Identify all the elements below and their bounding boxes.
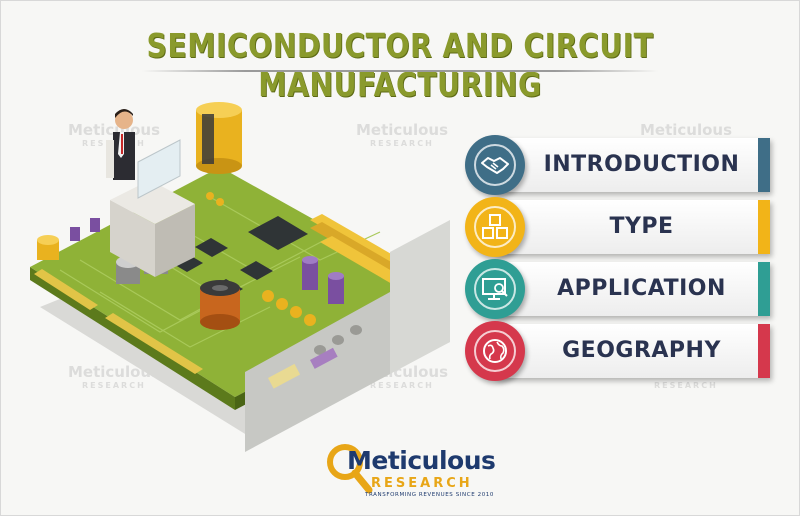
- watermark-name: Meticulous: [640, 121, 733, 139]
- io-bracket: [390, 220, 450, 374]
- menu-item-accent: [758, 138, 770, 192]
- circuit-board-illustration: [30, 102, 450, 452]
- menu-item-label: INTRODUCTION: [543, 152, 740, 177]
- watermark-sub: RESEARCH: [654, 381, 718, 390]
- menu-item-accent: [758, 324, 770, 378]
- watermark-sub: RESEARCH: [370, 139, 434, 148]
- purple-capacitor: [302, 256, 318, 290]
- inductor-coil: [200, 280, 240, 330]
- watermark-sub: RESEARCH: [370, 381, 434, 390]
- logo-subtitle: RESEARCH: [371, 476, 473, 491]
- meticulous-research-logo: Meticulous RESEARCH TRANSFORMING REVENUE…: [325, 440, 496, 500]
- menu-item-geography[interactable]: GEOGRAPHY: [465, 321, 770, 381]
- memory-slot: [310, 222, 412, 280]
- businessman-figure: [106, 109, 135, 180]
- menu-item-label: GEOGRAPHY: [562, 338, 721, 363]
- ic-chip: [195, 238, 228, 257]
- magnifier-logo-icon: [327, 444, 373, 494]
- ic-chip: [240, 261, 273, 280]
- logo-name: Meticulous: [347, 446, 496, 475]
- menu-item-type[interactable]: TYPE: [465, 197, 770, 257]
- vga-port: [268, 363, 301, 389]
- watermark-name: Meticulous: [68, 363, 161, 381]
- menu-item-badge: [465, 259, 525, 319]
- capacitor: [37, 235, 59, 260]
- menu-item-badge: [465, 197, 525, 257]
- handshake-icon: [481, 157, 509, 174]
- io-ports: [314, 325, 362, 355]
- title-divider: [142, 70, 658, 72]
- monitor-search-icon: [482, 278, 508, 300]
- logo-tagline: TRANSFORMING REVENUES SINCE 2010: [365, 492, 495, 498]
- boxes-icon: [482, 214, 508, 239]
- purple-capacitor: [70, 218, 100, 241]
- large-capacitor: [196, 102, 242, 174]
- globe-icon: [483, 339, 507, 363]
- menu-item-introduction[interactable]: INTRODUCTION: [465, 135, 770, 195]
- cpu-chip: [248, 216, 308, 250]
- edge-connector: [34, 269, 98, 310]
- menu-item-accent: [758, 262, 770, 316]
- menu-item-label: APPLICATION: [557, 276, 726, 301]
- menu-item-badge: [465, 321, 525, 381]
- purple-capacitor: [328, 272, 344, 304]
- memory-slot: [320, 236, 404, 284]
- menu-item-bar: [495, 200, 770, 254]
- menu-item-badge: [465, 135, 525, 195]
- menu-item-application[interactable]: APPLICATION: [465, 259, 770, 319]
- edge-connector: [105, 313, 203, 374]
- menu-item-accent: [758, 200, 770, 254]
- menu-item-bar: [495, 324, 770, 378]
- menu-item-bar: [495, 138, 770, 192]
- serial-port: [310, 347, 338, 369]
- menu-item-label: TYPE: [609, 214, 674, 239]
- small-capacitors: [206, 192, 316, 326]
- memory-slot: [310, 214, 412, 272]
- menu-item-bar: [495, 262, 770, 316]
- computer-monitor: [137, 139, 181, 199]
- watermark-name: Meticulous: [356, 121, 449, 139]
- office-desk: [110, 180, 195, 277]
- watermark-sub: RESEARCH: [82, 381, 146, 390]
- watermark-name: Meticulous: [68, 121, 161, 139]
